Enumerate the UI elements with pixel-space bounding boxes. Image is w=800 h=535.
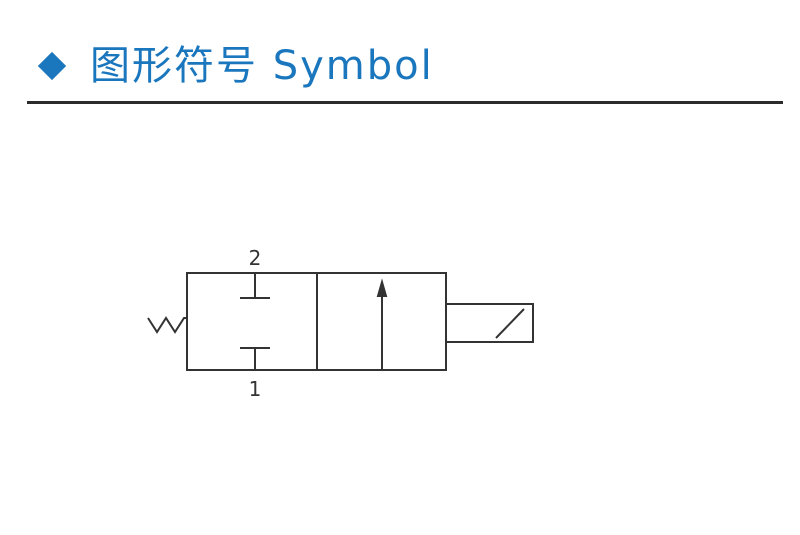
port-label-1: 1 <box>249 377 262 401</box>
port-label-2: 2 <box>249 246 262 270</box>
spring-icon <box>147 316 187 334</box>
flow-arrow-icon <box>376 278 388 370</box>
closed-port-top <box>240 273 270 299</box>
header-divider <box>27 101 783 104</box>
closed-port-bottom <box>240 347 270 370</box>
solenoid-icon <box>445 303 534 343</box>
section-title: 图形符号 Symbol <box>90 43 434 89</box>
section-header: 图形符号 Symbol <box>37 36 434 96</box>
